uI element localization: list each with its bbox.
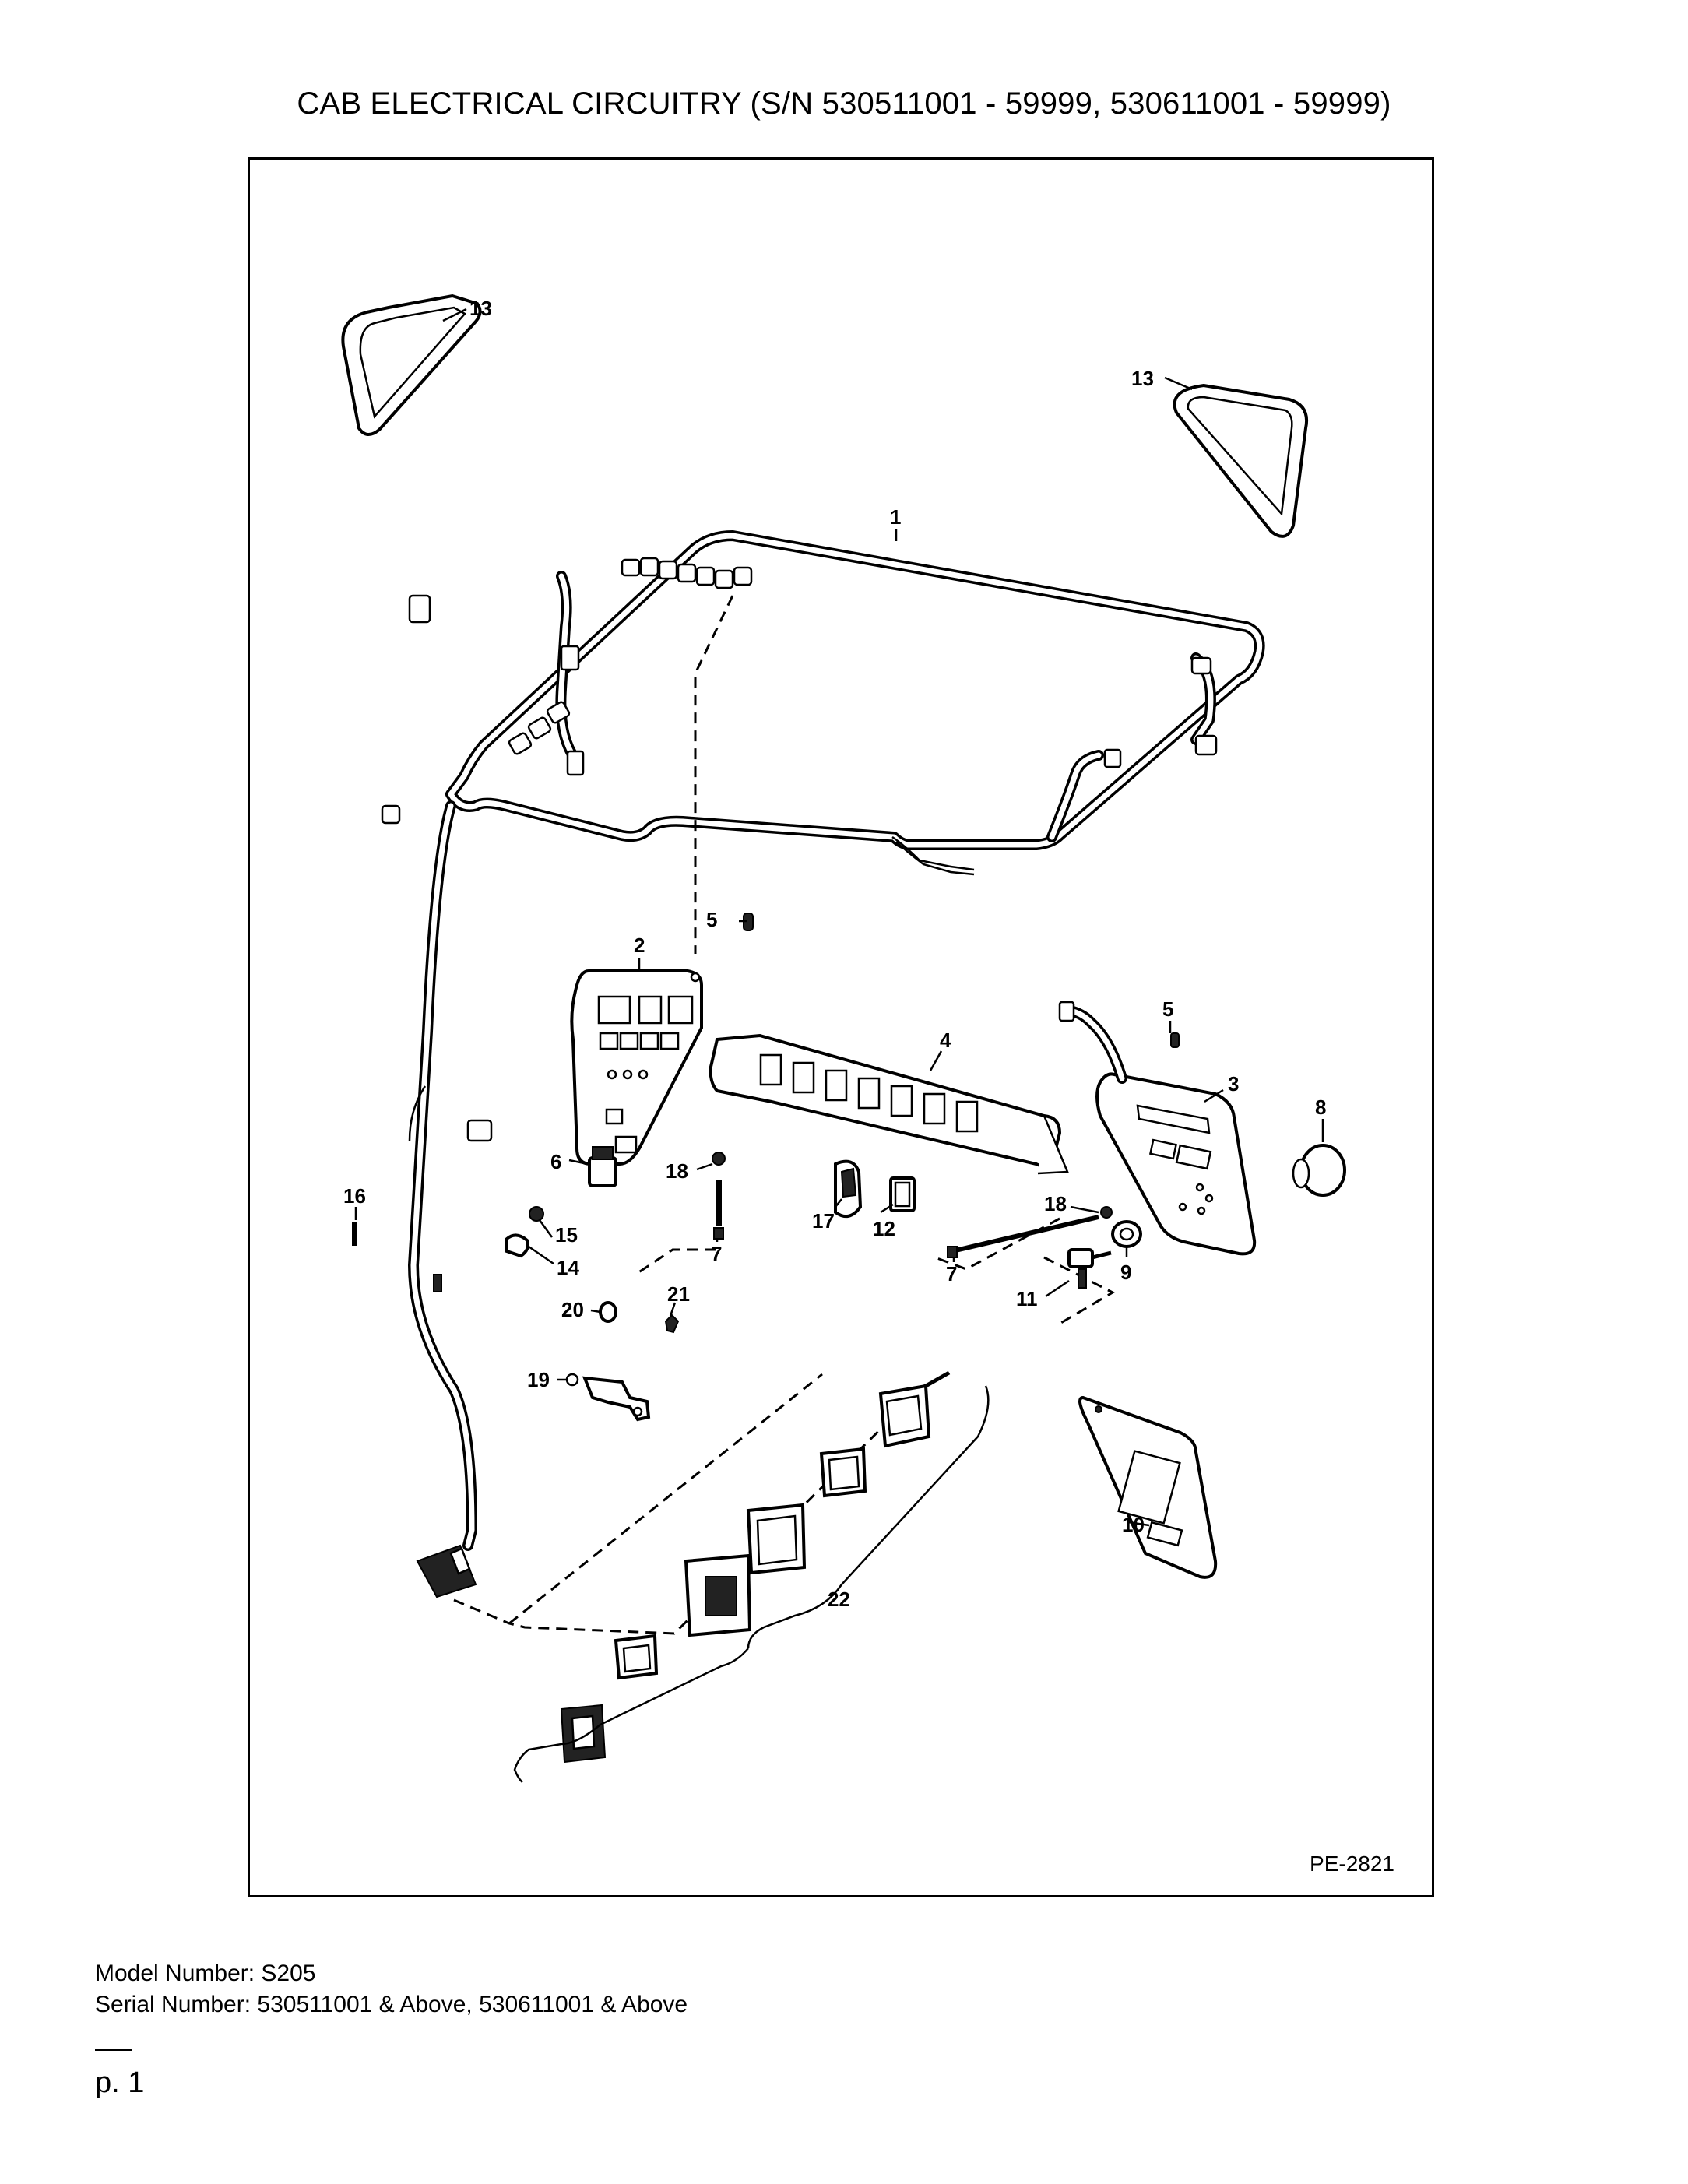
callout-12: 12 — [873, 1217, 895, 1240]
callout-14: 14 — [557, 1256, 579, 1279]
page-number: p. 1 — [95, 2066, 145, 2099]
part-13-seal-left — [341, 294, 482, 436]
serial-number: Serial Number: 530511001 & Above, 530611… — [95, 1992, 688, 2017]
part-10-key-switch — [1067, 1248, 1112, 1289]
callout-1: 1 — [890, 505, 901, 529]
part-11-lower-panel — [1078, 1395, 1218, 1579]
callout-21: 21 — [667, 1282, 690, 1306]
callout-13-right: 13 — [1131, 367, 1154, 390]
callout-20: 20 — [561, 1298, 584, 1321]
callout-9: 9 — [1120, 1261, 1131, 1284]
callout-15: 15 — [555, 1223, 578, 1247]
callout-19: 19 — [527, 1368, 550, 1391]
part-6-plug — [588, 1146, 617, 1187]
part-18-nut-right — [1100, 1206, 1113, 1219]
part-7-bolt-left — [713, 1180, 724, 1240]
model-number: Model Number: S205 — [95, 1961, 316, 1986]
part-3-right-panel — [1058, 1001, 1257, 1256]
callout-5-upper: 5 — [706, 908, 717, 931]
part-13-seal-right — [1173, 383, 1308, 538]
part-12-switch-blank — [889, 1176, 916, 1212]
callout-18-right: 18 — [1044, 1192, 1067, 1215]
page-rule — [95, 2049, 132, 2051]
part-1-harness — [381, 530, 1265, 1598]
callout-2: 2 — [634, 934, 645, 957]
page-title: CAB ELECTRICAL CIRCUITRY (S/N 530511001 … — [297, 86, 1391, 121]
parts-diagram: 13 13 1 5 2 5 4 3 8 6 18 18 16 15 17 12 … — [248, 157, 1434, 1897]
callout-22: 22 — [828, 1588, 850, 1611]
callout-10: 11 — [1016, 1287, 1038, 1310]
part-7-bolt-right — [947, 1215, 1099, 1258]
part-14-clamp — [505, 1233, 529, 1258]
callout-16: 16 — [343, 1184, 366, 1208]
callout-13-left: 13 — [469, 297, 492, 320]
callout-11: 10 — [1122, 1513, 1145, 1536]
callout-5-right: 5 — [1162, 997, 1173, 1021]
part-8-knob — [1292, 1144, 1346, 1197]
callout-18-left: 18 — [666, 1159, 688, 1183]
part-4-switch-panel — [709, 1033, 1069, 1175]
part-22-kit — [513, 1370, 990, 1783]
callout-6: 6 — [550, 1150, 561, 1173]
callout-leaders — [354, 308, 1324, 1527]
callout-8: 8 — [1315, 1096, 1326, 1119]
callout-3: 3 — [1228, 1072, 1239, 1096]
callout-4: 4 — [940, 1029, 951, 1052]
callout-numbers: 13 13 1 5 2 5 4 3 8 6 18 18 16 15 17 12 … — [343, 297, 1326, 1611]
part-17-switch — [834, 1159, 863, 1219]
part-21-nut — [664, 1314, 680, 1334]
exploded-view-drawing: 13 13 1 5 2 5 4 3 8 6 18 18 16 15 17 12 … — [341, 294, 1346, 1783]
callout-7-right: 7 — [946, 1262, 957, 1285]
part-9-nut — [1111, 1220, 1142, 1248]
part-15-screw — [529, 1206, 544, 1222]
part-19-bracket — [565, 1373, 651, 1422]
part-5-screw-right — [1170, 1032, 1180, 1048]
callout-17: 17 — [812, 1209, 835, 1233]
part-2-left-panel — [570, 969, 703, 1166]
drawing-code: PE-2821 — [1310, 1852, 1394, 1876]
callout-7-left: 7 — [711, 1242, 722, 1265]
part-20-washer — [599, 1301, 617, 1323]
part-18-nut-left — [712, 1152, 726, 1166]
